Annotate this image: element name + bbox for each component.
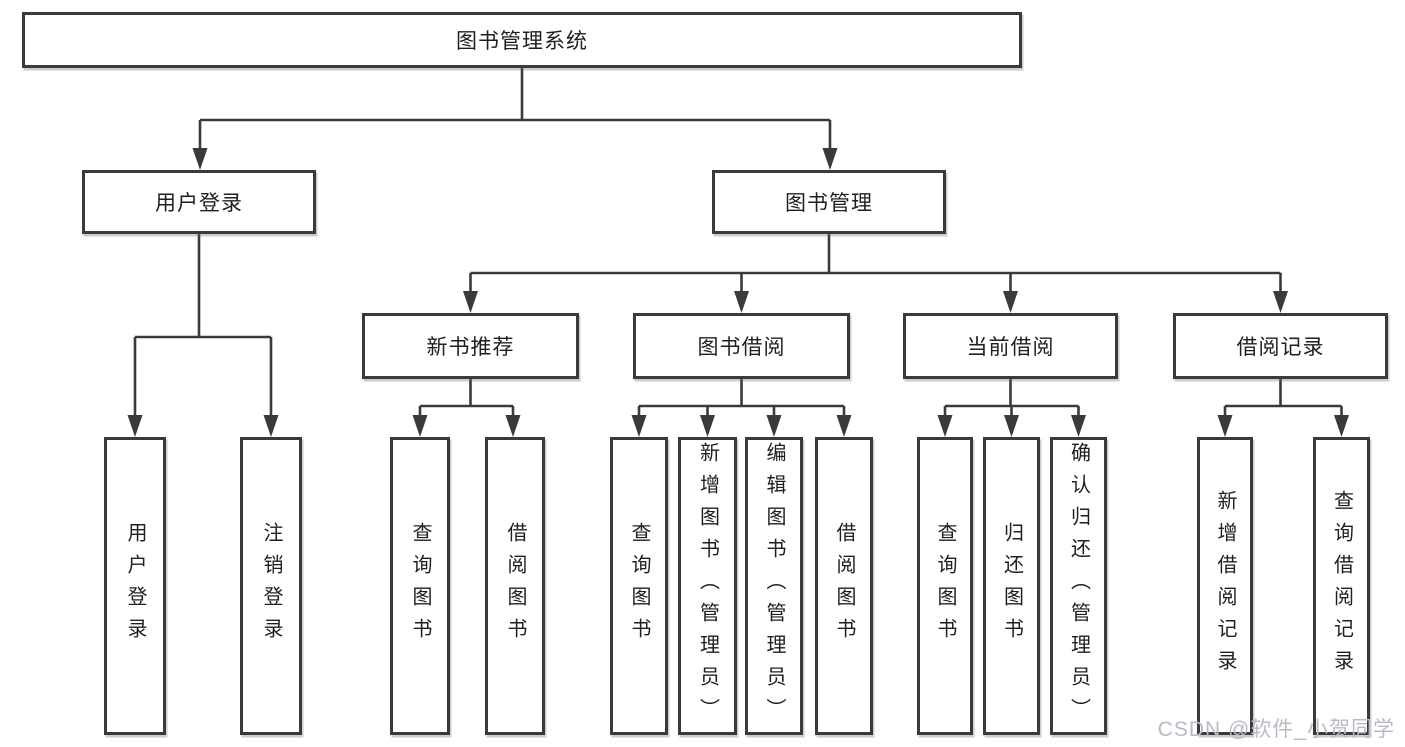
node-new-book-recommendation: 新书推荐 [362, 313, 579, 379]
node-label: 借阅记录 [1236, 336, 1325, 359]
node-borrowing-records: 借阅记录 [1173, 313, 1388, 379]
node-label: 图书管理系统 [456, 30, 588, 53]
leaf-edit-book-admin: 编辑图书（管理员） [745, 437, 803, 735]
node-label: 确认归还（管理员） [1067, 442, 1090, 730]
node-label: 图书管理 [785, 192, 873, 215]
node-book-borrowing: 图书借阅 [633, 313, 850, 379]
leaf-query-books-recommend: 查询图书 [390, 437, 450, 735]
node-label: 图书借阅 [697, 336, 786, 359]
leaf-borrow-books-recommend: 借阅图书 [485, 437, 545, 735]
node-label: 当前借阅 [966, 336, 1055, 359]
node-user-login: 用户登录 [82, 170, 316, 234]
leaf-query-books-current: 查询图书 [917, 437, 973, 735]
node-label: 归还图书 [1000, 522, 1023, 650]
leaf-borrow-books-borrowing: 借阅图书 [815, 437, 873, 735]
leaf-query-borrow-record: 查询借阅记录 [1313, 437, 1370, 735]
node-label: 新增借阅记录 [1214, 490, 1236, 682]
node-label: 查询图书 [628, 522, 650, 650]
leaf-user-login: 用户登录 [104, 437, 166, 735]
node-library-management-system: 图书管理系统 [22, 12, 1022, 68]
node-label: 注销登录 [260, 522, 282, 650]
leaf-return-books: 归还图书 [983, 437, 1040, 735]
node-label: 编辑图书（管理员） [763, 442, 785, 730]
leaf-confirm-return-admin: 确认归还（管理员） [1050, 437, 1107, 735]
node-label: 新书推荐 [426, 336, 515, 359]
leaf-add-borrow-record: 新增借阅记录 [1197, 437, 1253, 735]
node-label: 用户登录 [124, 522, 146, 650]
node-label: 查询图书 [934, 522, 956, 650]
node-label: 查询借阅记录 [1330, 490, 1353, 682]
node-label: 用户登录 [155, 192, 243, 215]
node-label: 借阅图书 [833, 522, 855, 650]
node-label: 查询图书 [409, 522, 431, 650]
node-current-borrowing: 当前借阅 [903, 313, 1118, 379]
node-label: 新增图书（管理员） [696, 442, 719, 730]
node-label: 借阅图书 [504, 522, 526, 650]
leaf-query-books-borrowing: 查询图书 [610, 437, 668, 735]
leaf-add-book-admin: 新增图书（管理员） [678, 437, 737, 735]
node-book-management: 图书管理 [712, 170, 946, 234]
leaf-logout: 注销登录 [240, 437, 302, 735]
